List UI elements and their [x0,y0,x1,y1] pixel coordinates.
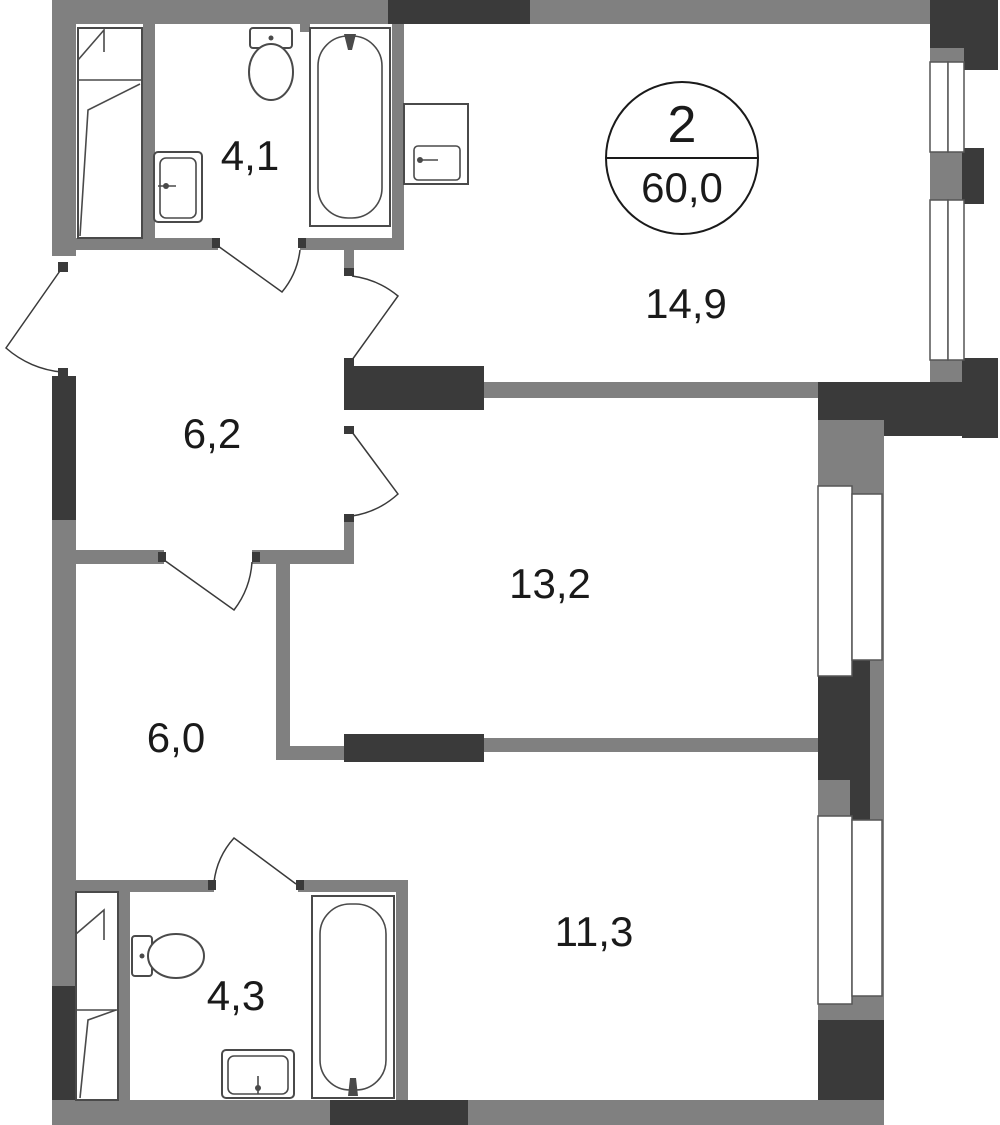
room-area-corridor: 6,0 [147,714,205,761]
apartment-badge: 2 60,0 [605,81,759,235]
windows [817,61,965,1005]
room-area-bedroom-bottom: 11,3 [555,908,634,955]
bathroom-bottom-fixtures [75,891,395,1101]
badge-room-count: 2 [668,96,697,154]
bathroom-top-fixtures [77,27,469,239]
room-area-hall: 6,2 [183,410,241,457]
room-area-bathroom-bottom: 4,3 [207,972,265,1019]
room-area-bedroom-middle: 13,2 [509,560,591,607]
badge-total-area: 60,0 [641,164,723,211]
room-labels: 14,9 4,1 6,2 13,2 6,0 11,3 4,3 [147,132,727,1019]
interior-walls [52,24,818,1100]
room-area-living-room: 14,9 [645,280,727,327]
room-area-bathroom-top: 4,1 [221,132,279,179]
doors [5,245,400,885]
